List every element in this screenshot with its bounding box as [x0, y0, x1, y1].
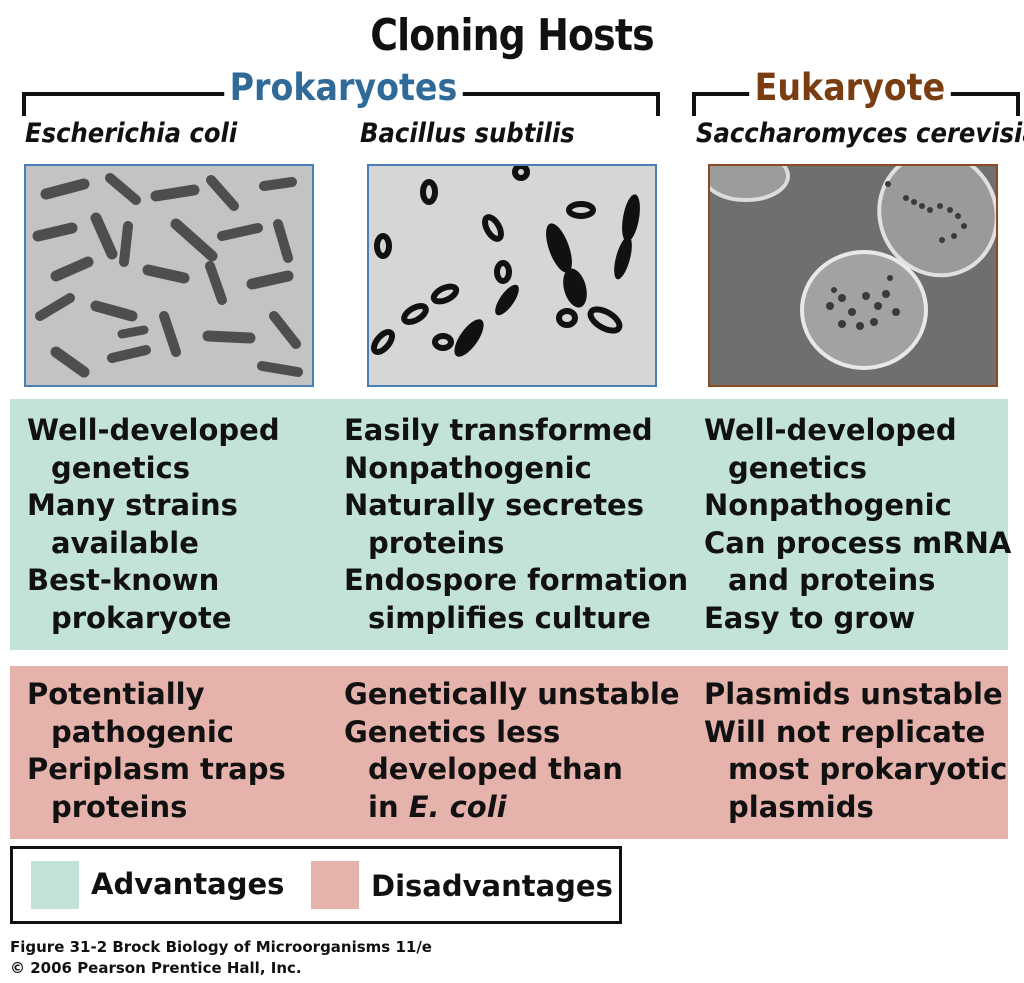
scerevisiae-micrograph [708, 164, 998, 387]
figure-title: Cloning Hosts [370, 10, 654, 61]
species-scerevisiae: Saccharomyces cerevisiae [696, 118, 1024, 149]
list-item: Nonpathogenic [704, 488, 952, 522]
advantages-legend-label: Advantages [91, 867, 285, 901]
figure-caption: Figure 31-2 Brock Biology of Microorgani… [10, 937, 432, 979]
bsubtilis-micrograph [367, 164, 657, 387]
list-item: Easily transformed [344, 413, 653, 447]
disadvantages-legend-label: Disadvantages [371, 869, 613, 903]
species-bsubtilis: Bacillus subtilis [360, 118, 575, 149]
list-item: Genetics less developed than in E. coli [344, 714, 623, 824]
prokaryotes-label: Prokaryotes [224, 66, 463, 109]
list-item: Genetically unstable [344, 677, 680, 711]
ecoli-italic: E. coli [408, 789, 507, 824]
advantages-column-2: Easily transformed Nonpathogenic Natural… [344, 412, 688, 637]
disadvantages-column-2: Genetically unstable Genetics less devel… [344, 676, 680, 826]
disadvantages-swatch [311, 861, 359, 909]
list-item: Easy to grow [704, 600, 916, 635]
disadvantages-band [10, 666, 1008, 839]
advantages-swatch [31, 861, 79, 909]
caption-line-2: © 2006 Pearson Prentice Hall, Inc. [10, 959, 302, 977]
ecoli-micrograph [24, 164, 314, 387]
species-ecoli: Escherichia coli [25, 118, 238, 149]
caption-line-1: Figure 31-2 Brock Biology of Microorgani… [10, 938, 432, 956]
advantages-band [10, 399, 1008, 650]
eukaryote-label: Eukaryote [749, 66, 951, 109]
legend: Advantages Disadvantages [10, 846, 622, 924]
list-item: Plasmids unstable [704, 677, 1003, 711]
list-item: Nonpathogenic [344, 450, 592, 485]
